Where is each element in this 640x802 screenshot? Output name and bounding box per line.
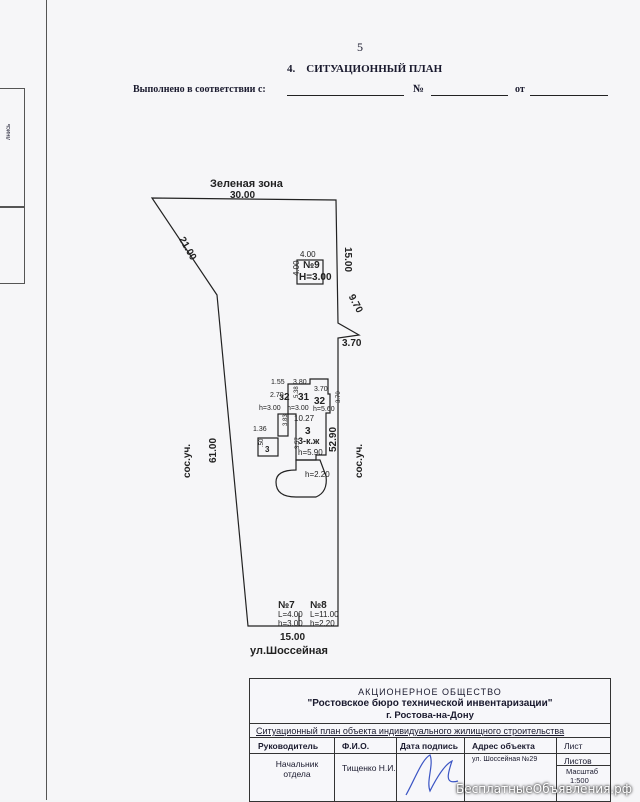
stamp-col-line <box>334 737 335 801</box>
main-height-3: h=5.60 <box>313 406 335 413</box>
stamp-row-line <box>250 737 610 738</box>
stamp-address: ул. Шоссейная №29 <box>472 756 538 763</box>
stamp-dept: Начальник отдела <box>275 759 319 779</box>
neighbor-left-label: сос.уч. <box>182 444 193 478</box>
bldg8-name: №8 <box>310 600 327 611</box>
bldg8-height: h=2.20 <box>310 619 335 628</box>
number-sign: № <box>413 83 425 95</box>
watermark-text: БесплатныеОбъявления.рф <box>456 782 632 796</box>
main-dim-10: .50 <box>259 438 265 447</box>
street-label: ул.Шоссейная <box>250 645 328 657</box>
date-blank <box>530 95 608 96</box>
main-label-32: 32 <box>314 396 326 407</box>
from-label: от <box>515 84 525 95</box>
stamp-row-line <box>250 723 610 724</box>
stamp-row-line <box>250 753 610 754</box>
bldg9-depth: 4.00 <box>292 260 301 276</box>
green-zone-label: Зеленая зона <box>210 178 284 190</box>
stamp-doc-title: Ситуационный план объекта индивидуальног… <box>256 726 565 736</box>
margin-stamp-box-lower <box>0 206 25 284</box>
main-dim-4: 5.38 <box>294 386 300 398</box>
stamp-org-name: "Ростовское бюро технической инвентариза… <box>307 698 553 709</box>
main-dim-5: 3.70 <box>314 386 328 393</box>
bldg8-length: L=11.00 <box>310 610 339 619</box>
main-dim-7: 1.36 <box>253 426 267 433</box>
main-dim-3: 2.70 <box>270 392 284 399</box>
dim-left-diag: 21.00 <box>176 235 198 263</box>
stamp-col-line <box>396 737 397 801</box>
bldg7-height: h=3.00 <box>278 619 303 628</box>
main-height: h=5.90 <box>298 448 323 457</box>
building-9-outline <box>296 259 324 285</box>
main-label-31: 31 <box>298 392 310 403</box>
dim-right-upper: 15.00 <box>342 247 353 272</box>
main-letter: 3 <box>305 426 311 437</box>
main-dim-2: 3.80 <box>293 379 307 386</box>
compliance-label: Выполнено в соответствии с: <box>133 84 266 95</box>
main-height-1: h=3.00 <box>259 405 281 412</box>
stamp-sheets: Листов <box>564 756 592 766</box>
neighbor-right-label: сос.уч. <box>354 444 365 478</box>
stamp-head-label: Руководитель <box>258 741 319 751</box>
land-plot-boundary <box>150 197 361 627</box>
bldg7-name: №7 <box>278 600 295 611</box>
compliance-blank <box>287 95 404 96</box>
title-block-stamp: АКЦИОНЕРНОЕ ОБЩЕСТВО "Ростовское бюро те… <box>249 678 611 802</box>
dim-step: 3.70 <box>342 338 362 349</box>
dim-bottom: 15.00 <box>280 632 305 643</box>
main-label-z2: з2 <box>279 392 290 403</box>
bldg9-name: №9 <box>303 260 320 271</box>
stamp-fio: Тищенко Н.И. <box>342 763 396 773</box>
margin-stamp-box <box>0 88 25 208</box>
annex-letter: 3 <box>265 445 270 454</box>
stamp-fio-label: Ф.И.О. <box>342 741 370 751</box>
bldg9-height: Н=3.00 <box>299 272 332 283</box>
stamp-sheet-label: Лист <box>564 741 583 751</box>
stamp-address-label: Адрес объекта <box>472 741 535 751</box>
main-width: 10.27 <box>294 414 315 423</box>
round-ext-height: h=2.20 <box>305 470 330 479</box>
stamp-row-line <box>556 765 610 766</box>
main-dim-1: 1.55 <box>271 379 285 386</box>
round-extension-outline <box>275 459 327 498</box>
main-type: 3-к.ж <box>298 436 320 446</box>
main-house-outline <box>287 378 331 461</box>
dim-top: 30.00 <box>230 190 255 201</box>
main-dim-6: 3.70 <box>336 391 342 403</box>
dim-right-diag: 9.70 <box>346 293 365 316</box>
annex-3-outline <box>257 437 279 457</box>
dim-right-long: 52.90 <box>328 427 339 452</box>
binding-margin-line <box>46 0 47 800</box>
stamp-scale-label: Масштаб <box>566 767 599 776</box>
situation-plan: Зеленая зона 30.00 21.00 15.00 9.70 3.70… <box>150 178 365 657</box>
main-dim-8: 3.83 <box>283 414 289 426</box>
signature-scribble <box>405 754 459 796</box>
stamp-col-line <box>464 737 465 801</box>
dim-left-long: 61.00 <box>208 438 219 463</box>
annex-stair-outline <box>277 413 289 437</box>
page-number: 5 <box>357 40 363 54</box>
bldg9-width: 4.00 <box>300 250 316 259</box>
stamp-col-line <box>556 737 557 801</box>
stamp-org-type: АКЦИОНЕРНОЕ ОБЩЕСТВО <box>358 687 502 697</box>
main-dim-9: 3.57 <box>295 437 301 449</box>
stamp-scale: 1:500 <box>570 776 589 785</box>
bldg7-length: L=4.00 <box>278 610 303 619</box>
main-height-2: h=3.00 <box>287 405 309 412</box>
stamp-date-label: Дата подпись <box>400 741 458 751</box>
stamp-city: г. Ростова-на-Дону <box>386 710 474 721</box>
section-title: 4. СИТУАЦИОННЫЙ ПЛАН <box>287 63 443 75</box>
number-blank <box>431 95 508 96</box>
